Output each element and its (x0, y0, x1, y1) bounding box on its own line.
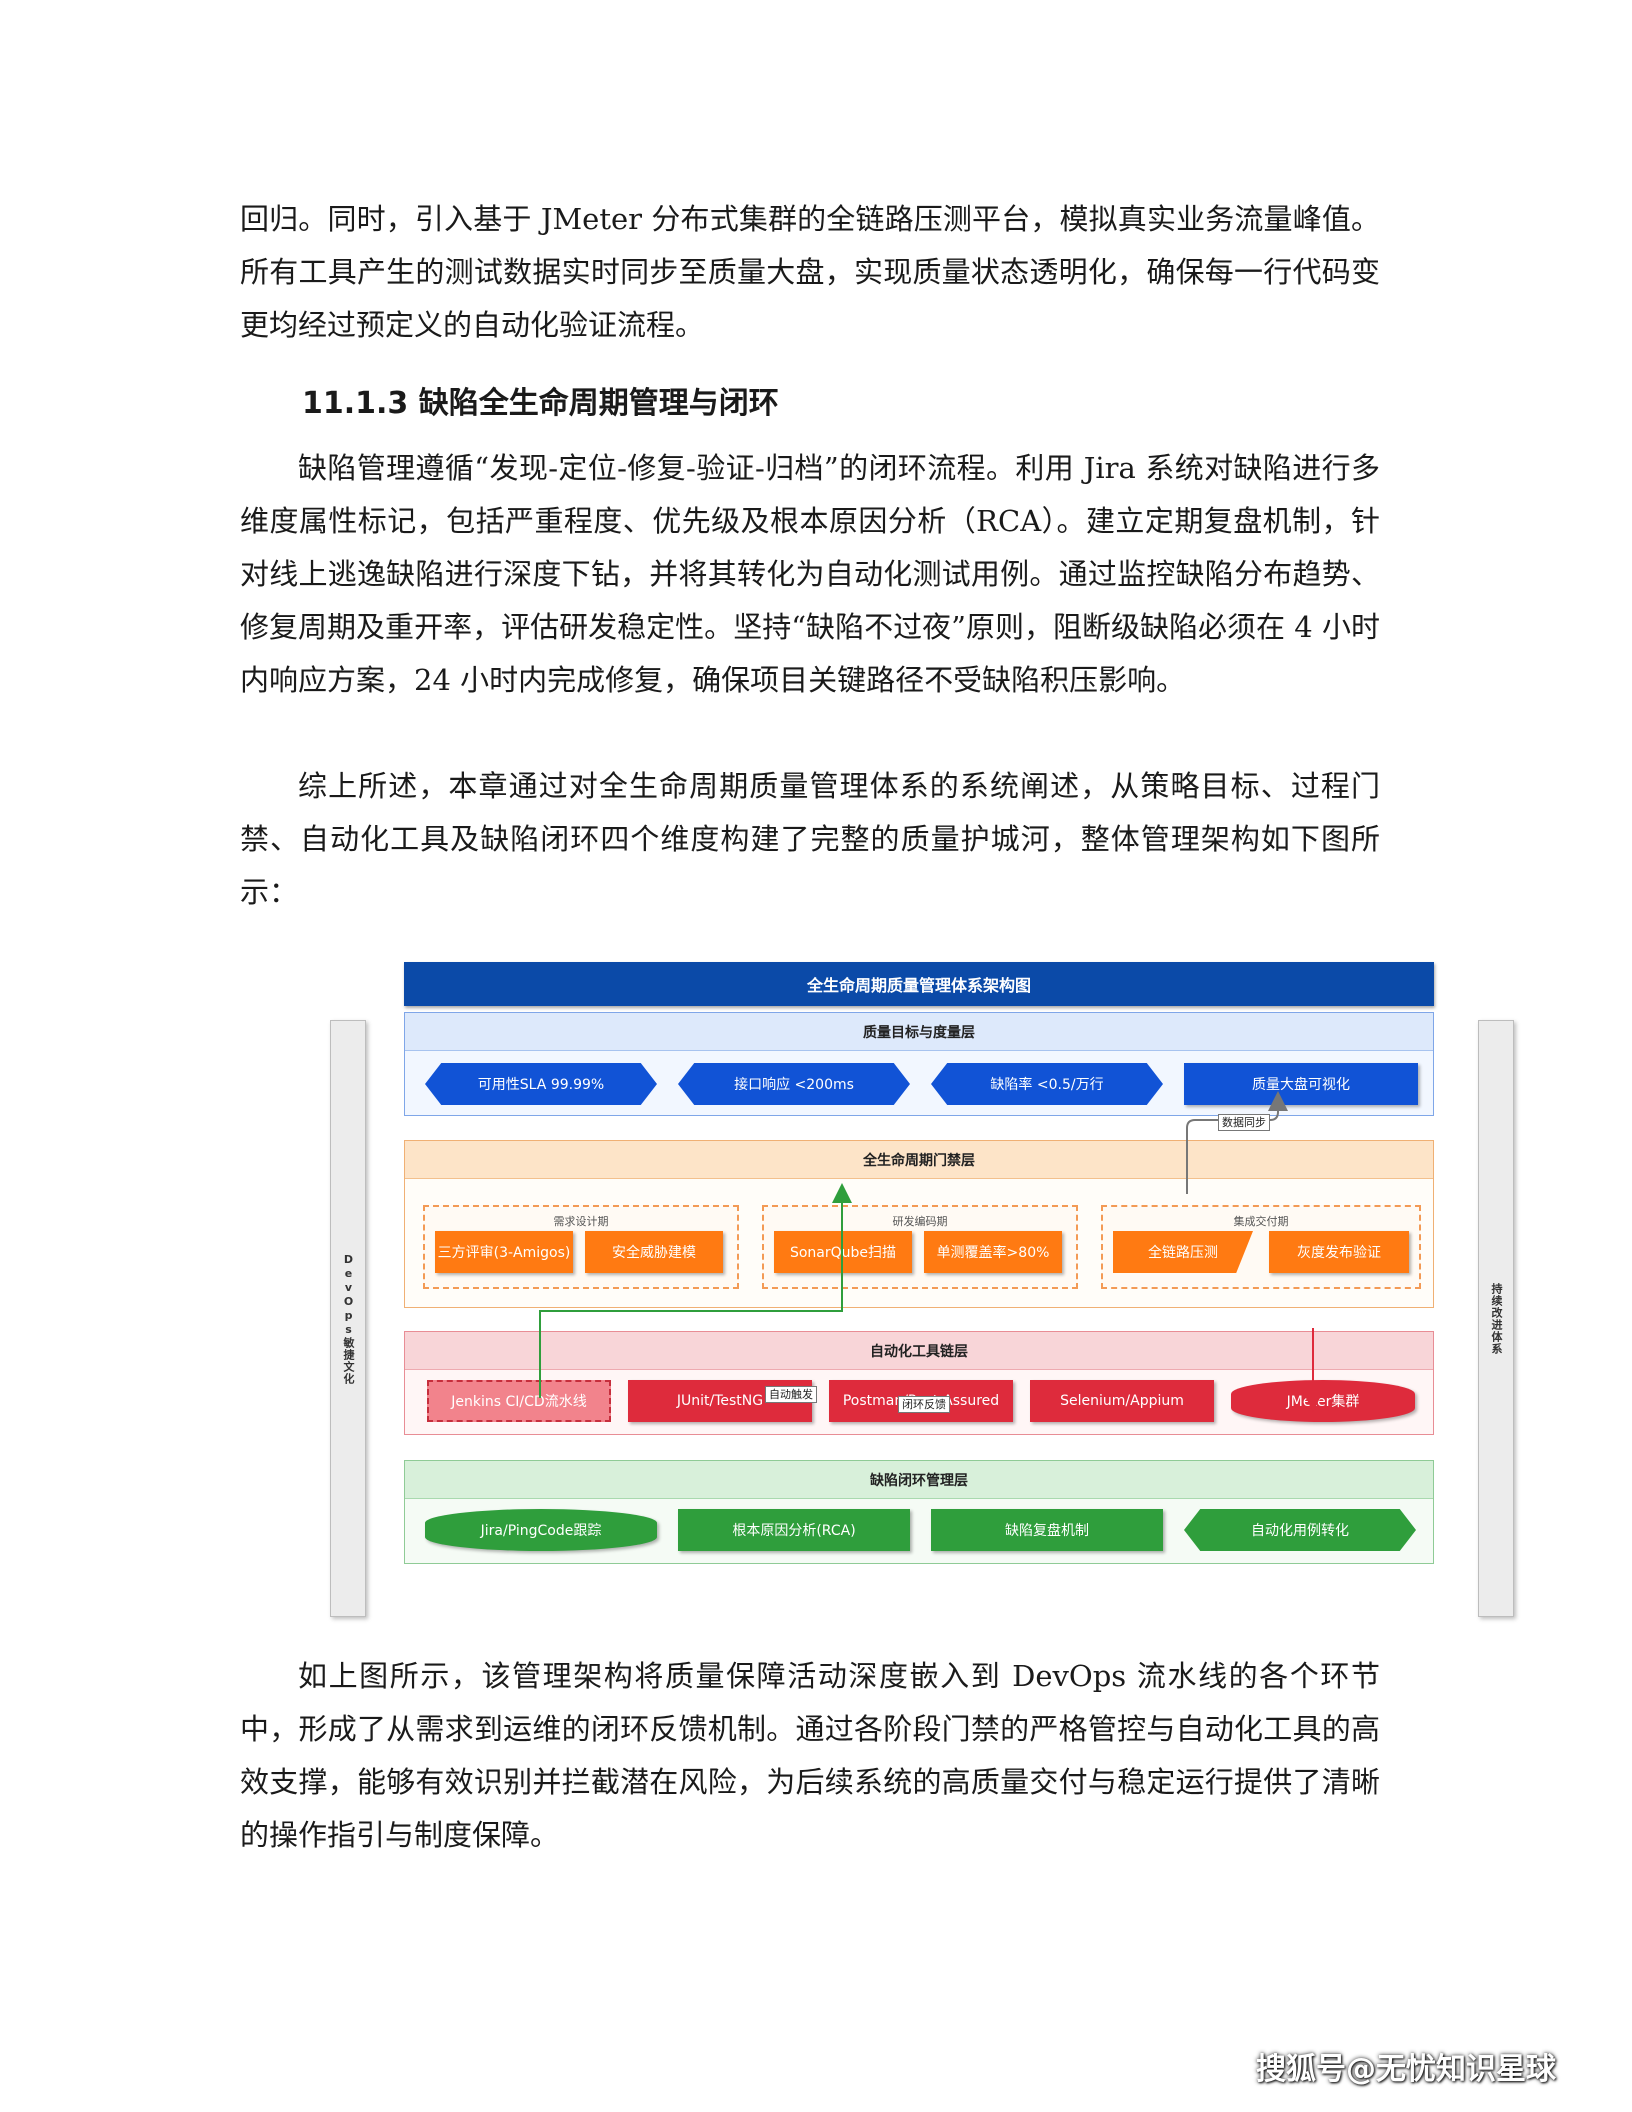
defect-jira-tracking: Jira/PingCode跟踪 (425, 1509, 657, 1551)
layer-gates: 全生命周期门禁层 需求设计期 三方评审(3-Amigos) 安全威胁建模 研发编… (404, 1140, 1434, 1308)
side-panel-improvement: 持续改进体系 (1478, 1020, 1514, 1617)
gate-group-design: 需求设计期 三方评审(3-Amigos) 安全威胁建模 (423, 1205, 739, 1289)
edge-label-data-sync: 数据同步 (1218, 1114, 1270, 1131)
goal-api-response: 接口响应 <200ms (678, 1063, 910, 1105)
side-label-devops: DevOps敏捷文化 (342, 1252, 355, 1385)
layer-defects-title: 缺陷闭环管理层 (405, 1461, 1433, 1499)
gate-three-amigos: 三方评审(3-Amigos) (435, 1231, 573, 1273)
gate-group-delivery: 集成交付期 全链路压测 灰度发布验证 (1101, 1205, 1421, 1289)
gate-group-design-title: 需求设计期 (553, 1215, 609, 1228)
edge-label-auto-trigger: 自动触发 (765, 1386, 817, 1403)
diagram-title: 全生命周期质量管理体系架构图 (404, 962, 1434, 1006)
gate-unit-coverage: 单测覆盖率>80% (924, 1231, 1062, 1273)
gate-threat-modeling: 安全威胁建模 (585, 1231, 723, 1273)
gate-group-coding: 研发编码期 SonarQube扫描 单测覆盖率>80% (762, 1205, 1078, 1289)
gate-sonarqube: SonarQube扫描 (774, 1231, 912, 1273)
layer-gates-title: 全生命周期门禁层 (405, 1141, 1433, 1179)
layer-defects: 缺陷闭环管理层 Jira/PingCode跟踪 根本原因分析(RCA) 缺陷复盘… (404, 1460, 1434, 1564)
section-heading: 11.1.3 缺陷全生命周期管理与闭环 (302, 386, 779, 421)
layer-tools-title: 自动化工具链层 (405, 1332, 1433, 1370)
defect-rca: 根本原因分析(RCA) (678, 1509, 910, 1551)
goal-defect-rate: 缺陷率 <0.5/万行 (931, 1063, 1163, 1105)
gate-canary-release: 灰度发布验证 (1269, 1231, 1409, 1273)
edge-label-loop-feedback: 闭环反馈 (898, 1396, 950, 1413)
layer-goals: 质量目标与度量层 可用性SLA 99.99% 接口响应 <200ms 缺陷率 <… (404, 1012, 1434, 1116)
layer-tools: 自动化工具链层 Jenkins CI/CD流水线 JUnit/TestNG Po… (404, 1331, 1434, 1435)
tool-jenkins: Jenkins CI/CD流水线 (427, 1380, 611, 1422)
footer-watermark: 搜狐号@无忧知识星球 (1256, 2052, 1556, 2087)
tool-jmeter: JMeter集群 (1231, 1380, 1415, 1422)
architecture-diagram: DevOps敏捷文化 持续改进体系 全生命周期质量管理体系架构图 质量目标与度量… (310, 938, 1540, 1638)
paragraph-intro: 回归。同时，引入基于 JMeter 分布式集群的全链路压测平台，模拟真实业务流量… (240, 202, 1380, 342)
paragraph-summary: 综上所述，本章通过对全生命周期质量管理体系的系统阐述，从策略目标、过程门禁、自动… (240, 769, 1380, 909)
side-label-improvement: 持续改进体系 (1490, 1282, 1503, 1355)
side-panel-devops: DevOps敏捷文化 (330, 1020, 366, 1617)
layer-goals-title: 质量目标与度量层 (405, 1013, 1433, 1051)
paragraph-defect-management: 缺陷管理遵循“发现-定位-修复-验证-归档”的闭环流程。利用 Jira 系统对缺… (240, 451, 1380, 697)
goal-quality-dashboard: 质量大盘可视化 (1184, 1063, 1418, 1105)
tool-selenium: Selenium/Appium (1030, 1380, 1214, 1422)
paragraph-conclusion: 如上图所示，该管理架构将质量保障活动深度嵌入到 DevOps 流水线的各个环节中… (240, 1659, 1380, 1852)
gate-group-delivery-title: 集成交付期 (1233, 1215, 1289, 1228)
gate-full-link-pressure: 全链路压测 (1113, 1231, 1253, 1273)
defect-case-conversion: 自动化用例转化 (1184, 1509, 1416, 1551)
gate-group-coding-title: 研发编码期 (892, 1215, 948, 1228)
defect-retrospective: 缺陷复盘机制 (931, 1509, 1163, 1551)
goal-sla: 可用性SLA 99.99% (425, 1063, 657, 1105)
